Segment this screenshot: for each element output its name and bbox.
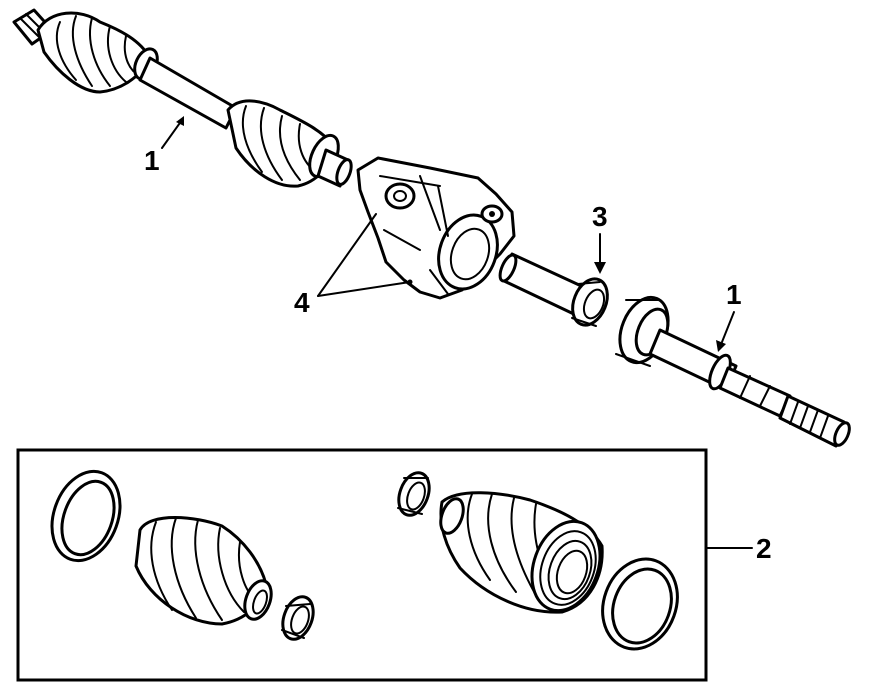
callout-2: 2	[705, 533, 772, 564]
kit-clamp-ring-small-left	[281, 595, 315, 641]
callout-1-right: 1	[716, 279, 742, 352]
callout-label-seal: 3	[592, 201, 608, 232]
left-half-shaft	[12, 8, 353, 188]
callout-label-shaft-right: 1	[726, 279, 742, 310]
right-shaft-spline	[778, 394, 851, 448]
kit-cv-boot-left	[134, 516, 273, 626]
right-shaft-seal	[571, 277, 609, 327]
kit-clamp-ring-small-right	[397, 471, 431, 517]
cv-boot-kit-box	[16, 448, 708, 682]
intermediate-shaft-bracket	[356, 156, 516, 300]
callout-4: 4	[294, 213, 413, 318]
kit-cv-boot-right	[439, 491, 604, 614]
callout-label-kit: 2	[756, 533, 772, 564]
kit-clamp-ring-large-left	[50, 469, 122, 563]
callout-label-shaft-left: 1	[144, 145, 160, 176]
left-inner-cv-boot	[226, 99, 340, 188]
left-shaft-bar	[138, 56, 238, 130]
callout-label-bracket: 4	[294, 287, 310, 318]
right-half-shaft	[498, 252, 851, 448]
left-inner-stub	[316, 148, 353, 188]
callout-1-left: 1	[144, 116, 184, 176]
kit-clamp-ring-large-right	[601, 557, 679, 651]
callout-3: 3	[592, 201, 608, 274]
